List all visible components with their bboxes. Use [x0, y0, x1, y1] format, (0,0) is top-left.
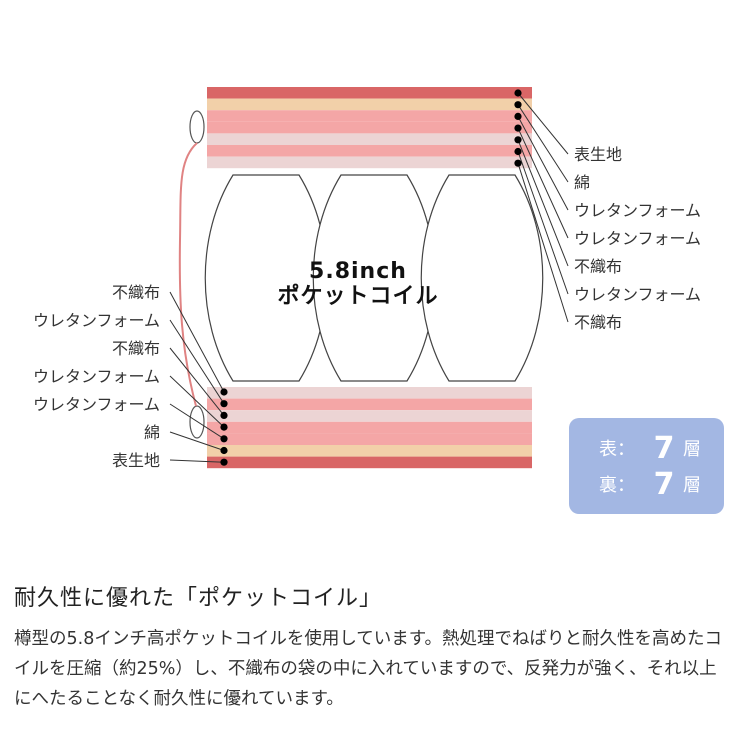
left-leader-line	[169, 291, 225, 393]
back-unit: 層	[683, 475, 701, 496]
bottom-layer-1	[207, 387, 532, 399]
left-leader-line	[169, 431, 225, 451]
coil-label-size: 5.8inch	[309, 259, 407, 284]
left-layer-dot	[220, 458, 228, 466]
top-layer-1	[207, 87, 532, 99]
right-layer-label: 表生地	[574, 145, 622, 164]
mattress-layer-diagram: 5.8inch ポケットコイル 表生地綿ウレタンフォームウレタンフォーム不織布ウ…	[33, 87, 701, 470]
right-layer-dot	[514, 159, 522, 167]
back-label: 裏：	[599, 475, 635, 496]
side-seam	[178, 110, 205, 439]
left-layer-dot	[220, 423, 228, 431]
front-unit: 層	[683, 439, 701, 460]
right-layer-dot	[514, 112, 522, 120]
seam-thread	[178, 142, 198, 407]
top-layer-6	[207, 145, 532, 157]
bottom-layer-2	[207, 398, 532, 411]
top-layer-3	[207, 110, 532, 122]
top-layer-stack	[207, 87, 532, 169]
left-layer-label: 不織布	[112, 339, 160, 358]
left-layer-label: 綿	[144, 423, 160, 442]
right-layer-label: ウレタンフォーム	[574, 285, 701, 304]
bottom-layer-6	[207, 445, 532, 457]
right-layer-label: ウレタンフォーム	[574, 229, 701, 248]
left-layer-dot	[220, 411, 228, 419]
right-leader-line	[517, 139, 569, 267]
front-count: 7	[653, 430, 675, 466]
coil-label-name: ポケットコイル	[277, 283, 438, 309]
right-leader-line	[517, 104, 569, 183]
left-layer-dot	[220, 435, 228, 443]
right-layer-dot	[514, 136, 522, 144]
left-leader-line	[169, 375, 225, 428]
left-leader-line	[169, 319, 225, 404]
bottom-layer-3	[207, 410, 532, 422]
right-layer-label: 綿	[574, 173, 590, 192]
right-layer-dot	[514, 124, 522, 132]
layer-count-badge: 表： 7 層 裏： 7 層	[569, 418, 724, 514]
right-layer-label: 不織布	[574, 313, 622, 332]
left-layer-label: ウレタンフォーム	[33, 395, 160, 414]
section-heading: 耐久性に優れた「ポケットコイル」	[14, 586, 383, 611]
leader-lines	[169, 89, 569, 466]
back-count: 7	[653, 466, 675, 502]
bottom-layer-4	[207, 421, 532, 434]
top-layer-2	[207, 98, 532, 111]
top-layer-4	[207, 121, 532, 134]
right-layer-dot	[514, 147, 522, 156]
right-leader-line	[517, 116, 569, 211]
top-layer-5	[207, 133, 532, 145]
left-layer-dot	[220, 446, 228, 455]
front-layer-count: 表： 7 層	[599, 428, 701, 468]
back-layer-count: 裏： 7 層	[599, 464, 701, 504]
left-leader-line	[169, 347, 225, 416]
right-layer-dot	[514, 101, 522, 109]
left-layer-label: ウレタンフォーム	[33, 367, 160, 386]
bottom-layer-stack	[207, 387, 532, 469]
pocket-coil-3	[420, 174, 544, 382]
right-layer-dot	[514, 89, 522, 97]
bottom-layer-5	[207, 433, 532, 445]
left-leader-line	[169, 459, 225, 463]
left-layer-label: 表生地	[112, 451, 160, 470]
left-layer-dot	[220, 388, 228, 396]
right-leader-line	[517, 92, 569, 155]
left-layer-label: 不織布	[112, 283, 160, 302]
left-leader-line	[169, 403, 225, 440]
top-seam-loop	[189, 110, 205, 144]
top-layer-7	[207, 156, 532, 169]
right-leader-line	[517, 127, 569, 239]
left-layer-label: ウレタンフォーム	[33, 311, 160, 330]
right-layer-label: 不織布	[574, 257, 622, 276]
right-layer-label: ウレタンフォーム	[574, 201, 701, 220]
bottom-layer-7	[207, 456, 532, 469]
section-body: 樽型の5.8インチ高ポケットコイルを使用しています。熱処理でねばりと耐久性を高め…	[14, 629, 723, 709]
bottom-seam-loop	[189, 405, 205, 439]
right-leader-line	[517, 163, 569, 323]
right-leader-line	[517, 151, 569, 295]
left-layer-dot	[220, 400, 228, 408]
pocket-coils	[204, 174, 544, 382]
front-label: 表：	[599, 439, 635, 460]
